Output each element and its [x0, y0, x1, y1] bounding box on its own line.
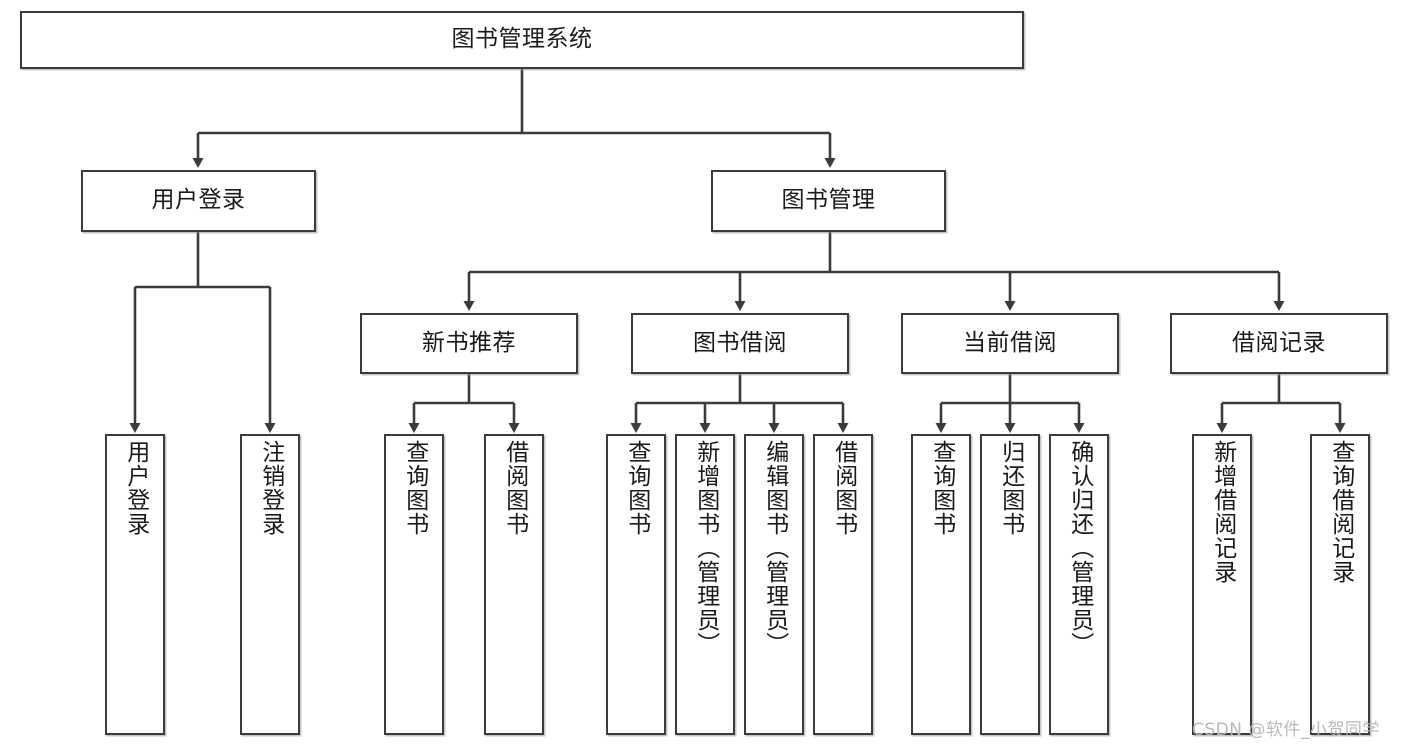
- node-user-login[interactable]: 用户登录: [81, 170, 316, 232]
- leaf-book-borrow-edit-book-admin[interactable]: 编辑图书（管理员）: [744, 434, 804, 735]
- node-label: 查询图书: [623, 440, 650, 536]
- node-label: 借阅图书: [830, 440, 857, 536]
- node-new-book-recommend[interactable]: 新书推荐: [360, 313, 578, 374]
- node-book-management[interactable]: 图书管理: [711, 170, 946, 232]
- node-label: 新增图书（管理员）: [692, 440, 719, 656]
- node-label: 借阅记录: [1232, 329, 1326, 356]
- leaf-user-login-login[interactable]: 用户登录: [105, 434, 165, 735]
- node-label: 注销登录: [257, 440, 284, 536]
- node-label: 图书借阅: [693, 329, 787, 356]
- node-label: 新增借阅记录: [1209, 440, 1236, 584]
- node-label: 查询图书: [928, 440, 955, 536]
- node-label: 图书管理系统: [451, 26, 593, 53]
- node-label: 用户登录: [122, 440, 149, 536]
- node-label: 查询借阅记录: [1327, 440, 1354, 584]
- node-current-borrow[interactable]: 当前借阅: [901, 313, 1119, 374]
- leaf-book-borrow-query-book[interactable]: 查询图书: [606, 434, 666, 735]
- leaf-current-borrow-return-book[interactable]: 归还图书: [980, 434, 1040, 735]
- leaf-book-borrow-add-book-admin[interactable]: 新增图书（管理员）: [675, 434, 735, 735]
- node-label: 归还图书: [997, 440, 1024, 536]
- leaf-borrow-record-query-record[interactable]: 查询借阅记录: [1310, 434, 1370, 735]
- leaf-book-borrow-borrow-book[interactable]: 借阅图书: [813, 434, 873, 735]
- leaf-borrow-record-add-record[interactable]: 新增借阅记录: [1192, 434, 1252, 735]
- node-borrow-record[interactable]: 借阅记录: [1170, 313, 1388, 374]
- node-label: 新书推荐: [422, 329, 516, 356]
- leaf-new-book-query-book[interactable]: 查询图书: [384, 434, 444, 735]
- node-label: 图书管理: [781, 187, 876, 214]
- leaf-current-borrow-query-book[interactable]: 查询图书: [911, 434, 971, 735]
- leaf-current-borrow-confirm-return-admin[interactable]: 确认归还（管理员）: [1049, 434, 1109, 735]
- node-label: 当前借阅: [963, 329, 1057, 356]
- leaf-new-book-borrow-book[interactable]: 借阅图书: [484, 434, 544, 735]
- node-book-borrow[interactable]: 图书借阅: [631, 313, 849, 374]
- node-root-system[interactable]: 图书管理系统: [20, 11, 1024, 69]
- watermark-text: CSDN @软件_小贺同学: [1192, 720, 1380, 740]
- node-label: 确认归还（管理员）: [1066, 440, 1093, 656]
- node-label: 查询图书: [401, 440, 428, 536]
- node-label: 用户登录: [151, 187, 246, 214]
- leaf-user-login-logout[interactable]: 注销登录: [240, 434, 300, 735]
- node-label: 借阅图书: [501, 440, 528, 536]
- node-label: 编辑图书（管理员）: [761, 440, 788, 656]
